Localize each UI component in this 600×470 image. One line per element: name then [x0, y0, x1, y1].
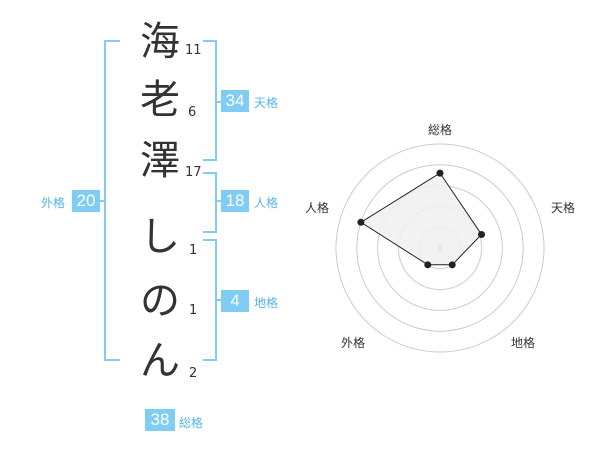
- radar-point-3: [448, 261, 456, 269]
- radar-point-2: [478, 231, 486, 239]
- radar-axis-label-chikaku: 地格: [510, 336, 536, 350]
- stroke-count-1: 11: [185, 43, 202, 58]
- name-char-4: し: [140, 214, 180, 260]
- connector-tenkaku: [215, 101, 221, 103]
- name-char-1: 海: [140, 19, 180, 65]
- radar-axis-label-tenkaku: 天格: [550, 201, 576, 215]
- outer-bracket-gaikaku: [104, 40, 120, 361]
- connector-gaikaku: [98, 200, 104, 202]
- soukaku-value: 38: [145, 409, 175, 431]
- radar-ring-4: [356, 164, 524, 332]
- gaikaku-label: 外格: [41, 196, 66, 210]
- connector-jinkaku: [215, 200, 221, 202]
- radar-ring-5: [335, 143, 545, 353]
- chikaku-value: 4: [221, 290, 249, 312]
- radar-axis-label-jinkaku: 人格: [304, 201, 330, 215]
- radar-point-4: [424, 261, 432, 269]
- stroke-count-5: 1: [189, 303, 198, 318]
- name-char-3: 澤: [140, 138, 180, 184]
- radar-axis-label-gaikaku: 外格: [340, 336, 366, 350]
- gaikaku-value: 20: [72, 190, 100, 212]
- stroke-count-4: 1: [189, 243, 198, 258]
- stroke-count-3: 17: [185, 165, 202, 180]
- name-char-6: ん: [140, 338, 180, 384]
- radar-point-1: [436, 169, 444, 177]
- bracket-tenkaku: [203, 40, 217, 161]
- connector-chikaku: [215, 299, 221, 301]
- radar-point-5: [357, 218, 365, 226]
- name-char-5: の: [140, 278, 180, 324]
- radar-axis-label-soukaku: 総格: [427, 123, 453, 137]
- soukaku-label: 総格: [179, 416, 204, 430]
- tenkaku-label: 天格: [254, 96, 279, 110]
- jinkaku-label: 人格: [254, 196, 279, 210]
- jinkaku-value: 18: [221, 190, 249, 212]
- tenkaku-value: 34: [221, 90, 249, 112]
- radar-polygon: [359, 172, 483, 266]
- stroke-count-2: 6: [188, 105, 197, 120]
- bracket-jinkaku: [203, 172, 217, 233]
- chikaku-label: 地格: [254, 296, 279, 310]
- stroke-count-6: 2: [189, 366, 198, 381]
- name-char-2: 老: [140, 77, 180, 123]
